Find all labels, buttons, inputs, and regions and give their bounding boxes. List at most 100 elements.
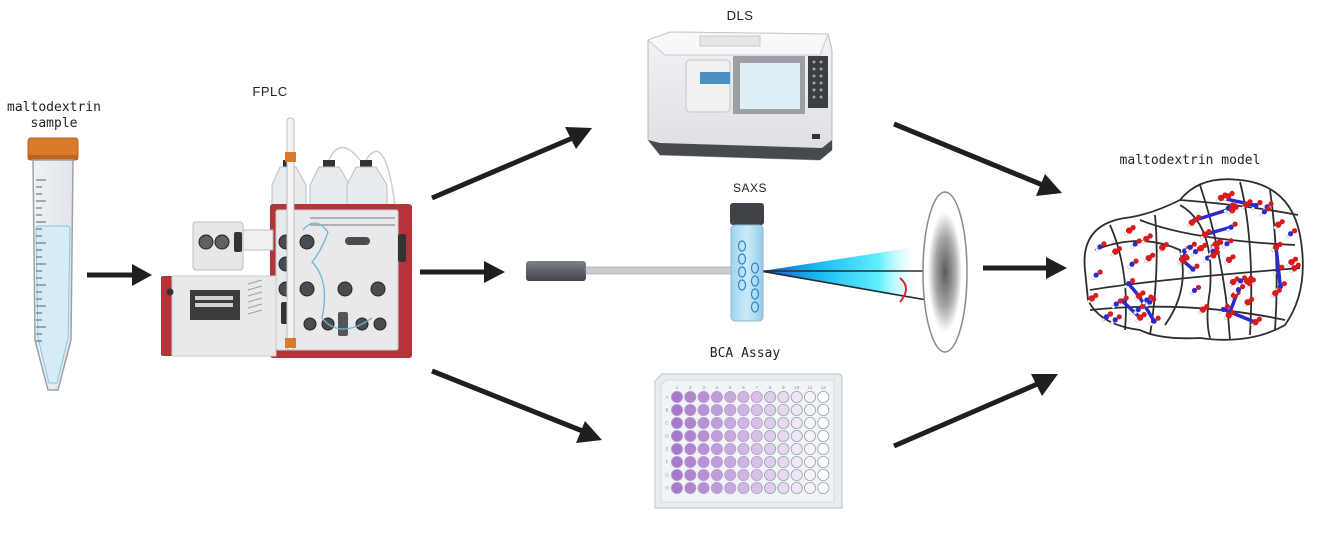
oxygen-atom xyxy=(1140,290,1146,296)
hydrogen-atom xyxy=(1202,259,1207,263)
plate-well xyxy=(804,481,817,494)
plate-well xyxy=(750,429,763,442)
plate-well xyxy=(697,403,710,416)
plate-well xyxy=(804,455,817,468)
plate-well xyxy=(777,403,790,416)
plate-well xyxy=(764,481,777,494)
plate-well xyxy=(790,481,803,494)
plate-well xyxy=(697,416,710,429)
plate-row-label: C xyxy=(665,421,669,426)
oxygen-atom xyxy=(1178,256,1186,263)
plate-well xyxy=(777,442,790,455)
plate-well xyxy=(710,442,723,455)
oxygen-atom xyxy=(1136,238,1142,244)
oxygen-atom xyxy=(1224,303,1230,310)
oxygen-atom xyxy=(1191,241,1197,247)
carbon-atom xyxy=(1144,297,1150,303)
oxygen-atom xyxy=(1093,292,1099,299)
plate-well xyxy=(764,403,777,416)
plate-well xyxy=(817,455,830,468)
carbon-atom xyxy=(1191,287,1198,294)
oxygen-atom xyxy=(1188,219,1196,226)
plate-well xyxy=(671,468,684,481)
oxygen-atom xyxy=(1217,238,1223,244)
scattered-beam xyxy=(762,248,918,300)
oxygen-atom xyxy=(1139,303,1145,310)
oxygen-atom xyxy=(1279,219,1285,225)
plate-well xyxy=(671,429,684,442)
hydrogen-atom xyxy=(1177,260,1181,265)
xray-source-icon xyxy=(526,261,737,281)
plate-column-label: 10 xyxy=(794,385,800,390)
plate-well xyxy=(724,390,737,403)
hydrogen-atom xyxy=(1091,276,1095,280)
oxygen-atom xyxy=(1239,284,1246,290)
oxygen-atom xyxy=(1112,248,1119,255)
oxygen-atom xyxy=(1141,312,1147,318)
plate-well xyxy=(764,442,777,455)
hydrogen-atom xyxy=(1251,206,1255,211)
arrow-fplc-to-bca xyxy=(431,368,602,443)
plate-well xyxy=(817,403,830,416)
plate-well xyxy=(817,442,830,455)
hydrogen-atom xyxy=(1135,318,1139,323)
sample-label: maltodextrin sample xyxy=(0,100,108,132)
atoms xyxy=(1087,190,1301,327)
hydrogen-atom xyxy=(1189,291,1194,296)
oxygen-atom xyxy=(1222,192,1228,198)
molecular-model-icon xyxy=(1083,178,1304,341)
plate-well xyxy=(671,442,684,455)
detector-icon xyxy=(922,191,968,353)
plate-well xyxy=(790,442,803,455)
hydrogen-atom xyxy=(1271,248,1275,253)
hydrogen-atom xyxy=(1188,270,1192,274)
plate-well xyxy=(724,429,737,442)
oxygen-atom xyxy=(1214,249,1220,255)
oxygen-atom xyxy=(1230,309,1236,316)
fplc-instrument-icon xyxy=(161,117,412,358)
plate-well xyxy=(777,429,790,442)
oxygen-atom xyxy=(1147,233,1153,239)
plate-column-label: 12 xyxy=(821,385,827,390)
carbon-atom xyxy=(1275,267,1281,273)
arrow-dls-to-model xyxy=(893,121,1062,196)
hydrogen-atom xyxy=(1111,305,1115,309)
oxygen-atom xyxy=(1288,258,1295,266)
carbon-atom xyxy=(1151,318,1157,324)
oxygen-atom xyxy=(1276,287,1282,293)
hydrogen-atom xyxy=(1273,271,1277,275)
saxs-label: SAXS xyxy=(732,181,767,195)
plate-row-label: D xyxy=(665,434,669,439)
scattering-angle-icon xyxy=(899,277,907,303)
hydrogen-atom xyxy=(1226,228,1230,232)
carbon-atom xyxy=(1237,278,1244,284)
sample-vial-icon xyxy=(730,203,764,322)
plate-well xyxy=(697,390,710,403)
arrow-bca-to-model xyxy=(893,374,1058,449)
plate-well xyxy=(790,455,803,468)
carbon-atom xyxy=(1235,287,1242,293)
oxygen-atom xyxy=(1256,316,1262,322)
bca-label: BCA Assay xyxy=(709,346,781,361)
carbon-atom xyxy=(1205,255,1211,261)
oxygen-atom xyxy=(1291,265,1298,272)
oxygen-atom xyxy=(1194,263,1200,269)
carbon-atom xyxy=(1093,272,1099,278)
plate-well xyxy=(750,390,763,403)
oxygen-atom xyxy=(1212,241,1220,248)
arrow-saxs-to-model xyxy=(983,257,1067,279)
oxygen-atom xyxy=(1145,255,1152,262)
hydrogen-atom xyxy=(1095,248,1099,252)
plate-well xyxy=(737,429,750,442)
oxygen-atom xyxy=(1183,253,1189,259)
oxygen-atom xyxy=(1135,292,1143,300)
plate-well xyxy=(697,468,710,481)
dls-label: DLS xyxy=(726,8,754,23)
oxygen-atom xyxy=(1130,278,1136,284)
hydrogen-atom xyxy=(1211,245,1215,250)
plate-column-label: 1 xyxy=(676,385,679,390)
hydrogen-atom xyxy=(1101,318,1105,322)
hydrogen-atom xyxy=(1134,297,1138,301)
